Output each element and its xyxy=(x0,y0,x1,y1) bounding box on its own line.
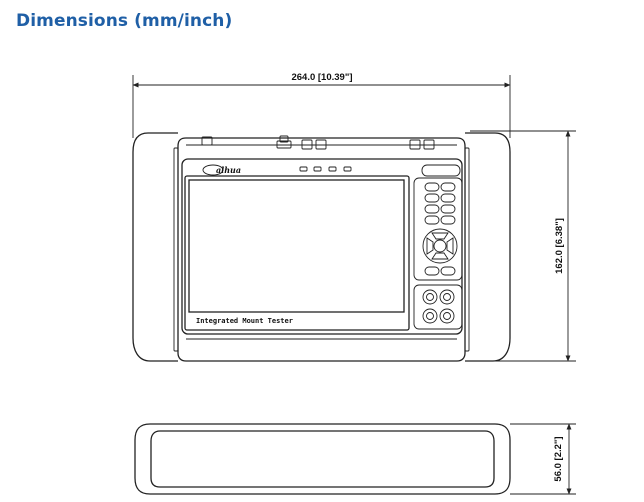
key-button[interactable] xyxy=(440,204,456,214)
depth-dimension-label: 56.0 [2.2"] xyxy=(553,436,564,481)
side-body-outline xyxy=(134,423,511,495)
led-indicator xyxy=(328,166,337,172)
left-bumper xyxy=(132,132,178,362)
width-dimension: 264.0 [10.39"] xyxy=(132,72,511,138)
dpad-icon[interactable] xyxy=(422,228,458,264)
brand-logo-text: alhua xyxy=(216,165,241,175)
led-indicator xyxy=(313,166,322,172)
led-indicator xyxy=(343,166,352,172)
right-body-edge xyxy=(464,147,470,352)
height-dimension: 162.0 [6.38"] xyxy=(470,130,576,362)
key-button[interactable] xyxy=(424,193,440,203)
led-indicator xyxy=(299,166,308,172)
page-title: Dimensions (mm/inch) xyxy=(16,11,233,31)
brand-logo: alhua xyxy=(202,164,241,176)
key-button[interactable] xyxy=(424,204,440,214)
connector-panel xyxy=(413,284,463,330)
key-button[interactable] xyxy=(440,215,456,225)
key-button[interactable] xyxy=(424,266,440,276)
bnc-connector-icon xyxy=(439,308,455,324)
lcd-screen xyxy=(188,179,405,313)
bnc-connector-icon xyxy=(422,308,438,324)
indicator-leds xyxy=(299,166,352,172)
key-button[interactable] xyxy=(424,215,440,225)
bnc-connector-icon xyxy=(439,289,455,305)
right-bumper xyxy=(465,132,511,362)
bnc-connector-icon xyxy=(422,289,438,305)
left-body-edge xyxy=(173,147,179,352)
keypad xyxy=(413,164,463,281)
screen-bezel xyxy=(184,175,410,331)
depth-dimension: 56.0 [2.2"] xyxy=(510,423,576,495)
side-inner-panel xyxy=(150,430,495,488)
key-button[interactable] xyxy=(440,182,456,192)
top-connectors xyxy=(201,135,435,150)
height-dimension-label: 162.0 [6.38"] xyxy=(554,218,565,274)
width-dimension-label: 264.0 [10.39"] xyxy=(291,72,352,83)
front-view: 264.0 [10.39"] 162.0 [6.38"] xyxy=(132,72,576,362)
screen-label: Integrated Mount Tester xyxy=(196,317,293,325)
keypad-frame xyxy=(413,177,463,281)
key-button[interactable] xyxy=(440,193,456,203)
key-button[interactable] xyxy=(440,266,456,276)
side-view: 56.0 [2.2"] xyxy=(134,423,576,495)
key-button[interactable] xyxy=(424,182,440,192)
front-panel xyxy=(181,158,463,335)
power-button[interactable] xyxy=(421,164,461,177)
device-body xyxy=(177,137,466,362)
